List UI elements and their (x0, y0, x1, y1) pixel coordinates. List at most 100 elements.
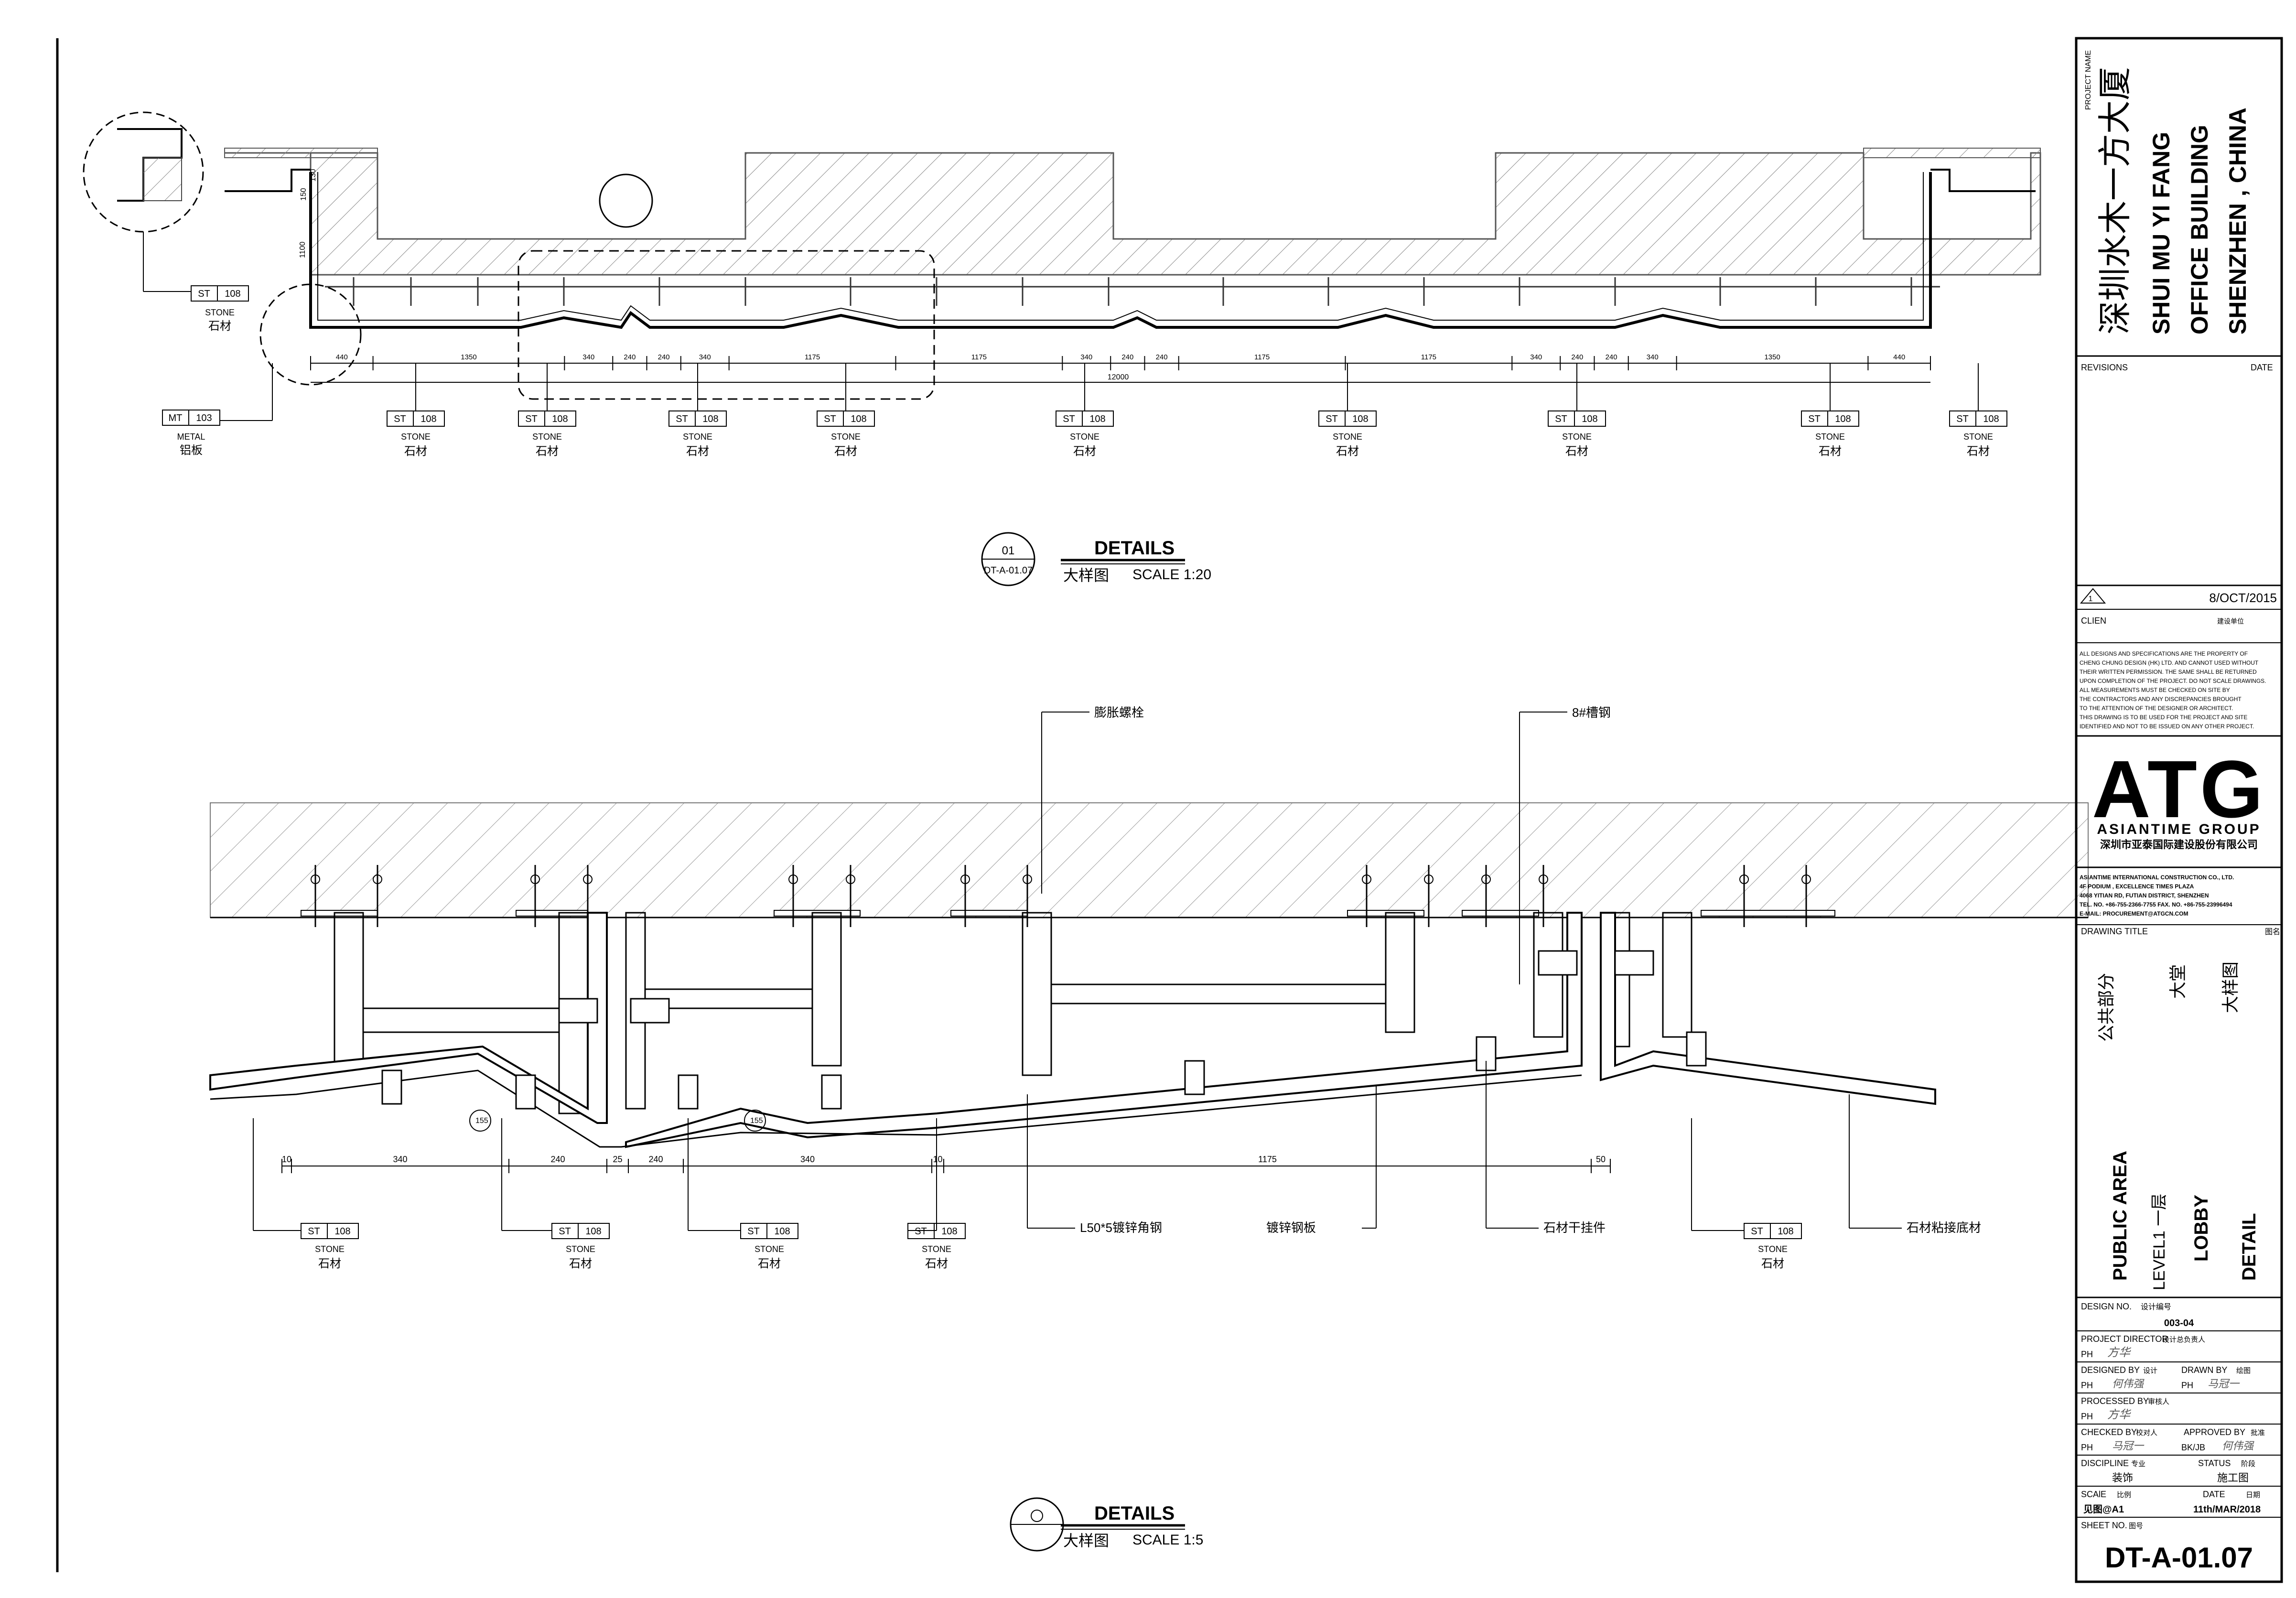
discipline-value: 装饰 (2112, 1472, 2133, 1484)
callout-circle-left (259, 283, 362, 386)
svg-text:ALL MEASUREMENTS MUST BE CHECK: ALL MEASUREMENTS MUST BE CHECKED ON SITE… (2080, 687, 2230, 693)
svg-text:108: 108 (1582, 414, 1597, 424)
svg-text:108: 108 (774, 1226, 790, 1237)
svg-text:ST: ST (1063, 414, 1075, 424)
svg-text:STONE: STONE (1333, 432, 1362, 442)
svg-text:专业: 专业 (2131, 1460, 2145, 1468)
dim2-2: 240 (550, 1155, 565, 1164)
status-value: 施工图 (2217, 1472, 2249, 1484)
svg-text:比例: 比例 (2117, 1491, 2131, 1499)
scale-value: 见图@A1 (2083, 1504, 2124, 1515)
svg-text:STATUS: STATUS (2198, 1458, 2231, 1468)
svg-text:SCALE 1:5: SCALE 1:5 (1132, 1532, 1203, 1548)
svg-text:DATE: DATE (2203, 1490, 2225, 1499)
dim2-1: 340 (393, 1155, 407, 1164)
dim2-5: 340 (800, 1155, 815, 1164)
svg-text:ASIANTIME INTERNATIONAL CONSTR: ASIANTIME INTERNATIONAL CONSTRUCTION CO.… (2080, 874, 2234, 881)
svg-text:108: 108 (225, 289, 240, 299)
detail-2-stone-right (1600, 912, 1936, 1105)
sheet-number: DT-A-01.07 (2105, 1542, 2253, 1574)
svg-text:ST: ST (559, 1226, 571, 1237)
angle-mark-2: 155 (750, 1117, 763, 1125)
project-name-en-1: SHUI MU YI FANG (2148, 132, 2175, 335)
svg-text:马冠一: 马冠一 (2208, 1378, 2240, 1390)
svg-text:铝板: 铝板 (180, 444, 203, 457)
svg-text:石材: 石材 (1565, 445, 1588, 458)
svg-text:石材粘接底材: 石材粘接底材 (1907, 1220, 1981, 1235)
dim-14: 240 (1571, 353, 1583, 361)
drawing-title-cn-2: 大堂 (2168, 964, 2188, 999)
svg-text:108: 108 (1835, 414, 1851, 424)
svg-text:108: 108 (1778, 1226, 1793, 1237)
svg-text:108: 108 (334, 1226, 350, 1237)
svg-text:TO THE ATTENTION OF THE DESIGN: TO THE ATTENTION OF THE DESIGNER OR ARCH… (2080, 705, 2233, 712)
svg-text:APPROVED BY: APPROVED BY (2184, 1427, 2245, 1437)
svg-text:ST: ST (824, 414, 836, 424)
svg-text:ST: ST (1956, 414, 1969, 424)
svg-text:设计编号: 设计编号 (2141, 1303, 2171, 1311)
svg-text:BK/JB: BK/JB (2181, 1443, 2205, 1452)
svg-text:何伟强: 何伟强 (2112, 1378, 2145, 1390)
svg-text:ST: ST (198, 289, 210, 299)
svg-text:DISCIPLINE: DISCIPLINE (2081, 1458, 2129, 1468)
dim-4: 240 (658, 353, 670, 361)
detail-2-top-labels: 膨胀螺栓 8#槽钢 (1041, 705, 1611, 984)
dim-18: 440 (1893, 353, 1905, 361)
svg-text:METAL: METAL (177, 432, 205, 442)
dim2-6: 10 (933, 1155, 942, 1164)
detail-2-anchor-bolts (301, 865, 1835, 927)
height-dim-2: 150 (300, 188, 308, 201)
section-mark-icon (1031, 1510, 1043, 1522)
dim-3: 240 (624, 353, 636, 361)
svg-text:方华: 方华 (2107, 1408, 2132, 1421)
svg-text:108: 108 (420, 414, 436, 424)
svg-text:PROJECT DIRECTOR: PROJECT DIRECTOR (2081, 1334, 2168, 1344)
dim-9: 240 (1121, 353, 1133, 361)
drawing-title-en-4: DETAIL (2239, 1213, 2260, 1281)
height-dim-3: 130 (309, 169, 317, 182)
dim-11: 1175 (1254, 353, 1270, 361)
svg-text:MT: MT (169, 413, 183, 423)
svg-text:设计: 设计 (2143, 1367, 2157, 1375)
svg-text:STONE: STONE (205, 308, 235, 317)
dim-16: 340 (1647, 353, 1659, 361)
svg-text:PH: PH (2081, 1381, 2093, 1390)
project-label: PROJECT NAME (2084, 50, 2092, 110)
detail-1-stone-panel (309, 172, 1932, 329)
svg-text:STONE: STONE (831, 432, 861, 442)
dim-17: 1350 (1764, 353, 1780, 361)
svg-text:STONE: STONE (1562, 432, 1592, 442)
svg-text:108: 108 (552, 414, 568, 424)
svg-text:PH: PH (2181, 1381, 2193, 1390)
revision-date: 8/OCT/2015 (2209, 591, 2277, 605)
svg-text:STONE: STONE (1070, 432, 1099, 442)
svg-text:108: 108 (851, 414, 866, 424)
svg-text:THE CONTRACTORS AND ANY DISCRE: THE CONTRACTORS AND ANY DISCREPANCIES BR… (2080, 696, 2242, 702)
svg-text:图号: 图号 (2129, 1522, 2143, 1530)
svg-text:方华: 方华 (2107, 1346, 2132, 1359)
svg-text:STONE: STONE (532, 432, 562, 442)
detail-1-left-metal-trim (225, 169, 311, 192)
svg-text:马冠一: 马冠一 (2112, 1440, 2145, 1452)
svg-text:DESIGNED BY: DESIGNED BY (2081, 1365, 2140, 1375)
svg-text:深圳市亚泰国际建设股份有限公司: 深圳市亚泰国际建设股份有限公司 (2100, 839, 2258, 851)
client-label: CLIEN (2081, 616, 2106, 626)
material-tag-metal: MT 103 METAL 铝板 (162, 363, 273, 457)
svg-text:STONE: STONE (315, 1244, 345, 1254)
svg-text:108: 108 (941, 1226, 957, 1237)
svg-text:石材: 石材 (1073, 445, 1096, 458)
svg-text:THIS DRAWING IS TO BE USED FOR: THIS DRAWING IS TO BE USED FOR THE PROJE… (2080, 714, 2247, 721)
concrete-slab-large (210, 802, 2089, 918)
enlarged-corner-fill (143, 157, 182, 201)
detail-1-title: 01 DT-A-01.07 DETAILS 大样图 SCALE 1:20 (981, 532, 1211, 586)
